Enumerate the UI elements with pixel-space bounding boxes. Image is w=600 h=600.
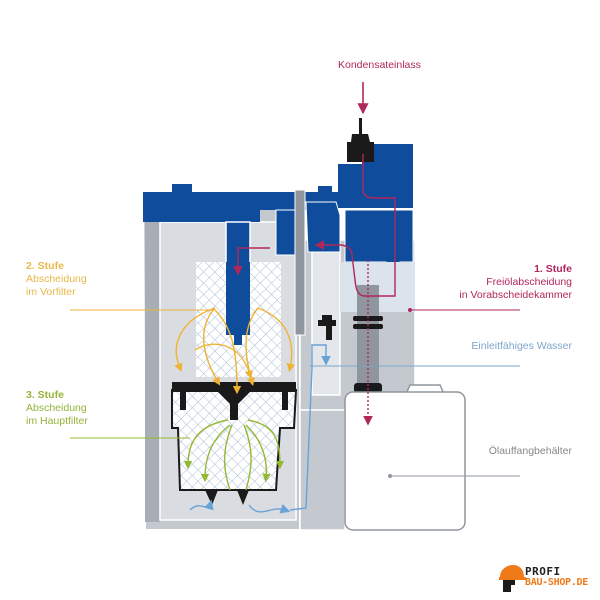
stage1-line2: in Vorabscheidekammer <box>459 289 572 301</box>
label-condensate-inlet: Kondensateinlass <box>338 59 421 71</box>
water-valve <box>318 315 336 340</box>
profi-bau-shop-logo: PROFI BAU-SHOP.DE <box>497 563 597 593</box>
stage2-line2: im Vorfilter <box>26 286 76 298</box>
label-stage2: 2. Stufe Abscheidung im Vorfilter <box>26 260 87 299</box>
label-stage3: 3. Stufe Abscheidung im Hauptfilter <box>26 389 88 428</box>
center-pipe <box>294 189 383 393</box>
pre-separation-chamber <box>338 144 415 312</box>
hardhat-icon <box>499 565 526 592</box>
water-flow-arrows <box>189 344 331 514</box>
label-stage1: 1. Stufe Freiölabscheidung in Vorabschei… <box>459 263 572 302</box>
stage1-title: 1. Stufe <box>534 263 572 275</box>
pre-filter <box>196 262 281 377</box>
stage3-line2: im Hauptfilter <box>26 415 88 427</box>
logo-line2: BAU-SHOP.DE <box>525 577 588 588</box>
stage2-title: 2. Stufe <box>26 260 64 272</box>
stage1-flow-arrows <box>233 82 396 426</box>
label-oil-tank: Ölauffangbehälter <box>488 445 572 457</box>
main-filter <box>171 382 298 505</box>
logo-line1: PROFI <box>525 565 561 578</box>
label-conductive-water: Einleitfähiges Wasser <box>471 340 572 352</box>
stage3-line1: Abscheidung <box>26 402 87 414</box>
stage3-flow-arrows <box>183 419 285 491</box>
stage3-title: 3. Stufe <box>26 389 64 401</box>
callout-lines <box>70 308 520 478</box>
inlet-connector <box>347 118 374 162</box>
stage2-flow-arrows <box>174 307 295 395</box>
oil-collection-tank <box>344 384 466 531</box>
stage2-line1: Abscheidung <box>26 273 87 285</box>
stage1-line1: Freiölabscheidung <box>486 276 572 288</box>
